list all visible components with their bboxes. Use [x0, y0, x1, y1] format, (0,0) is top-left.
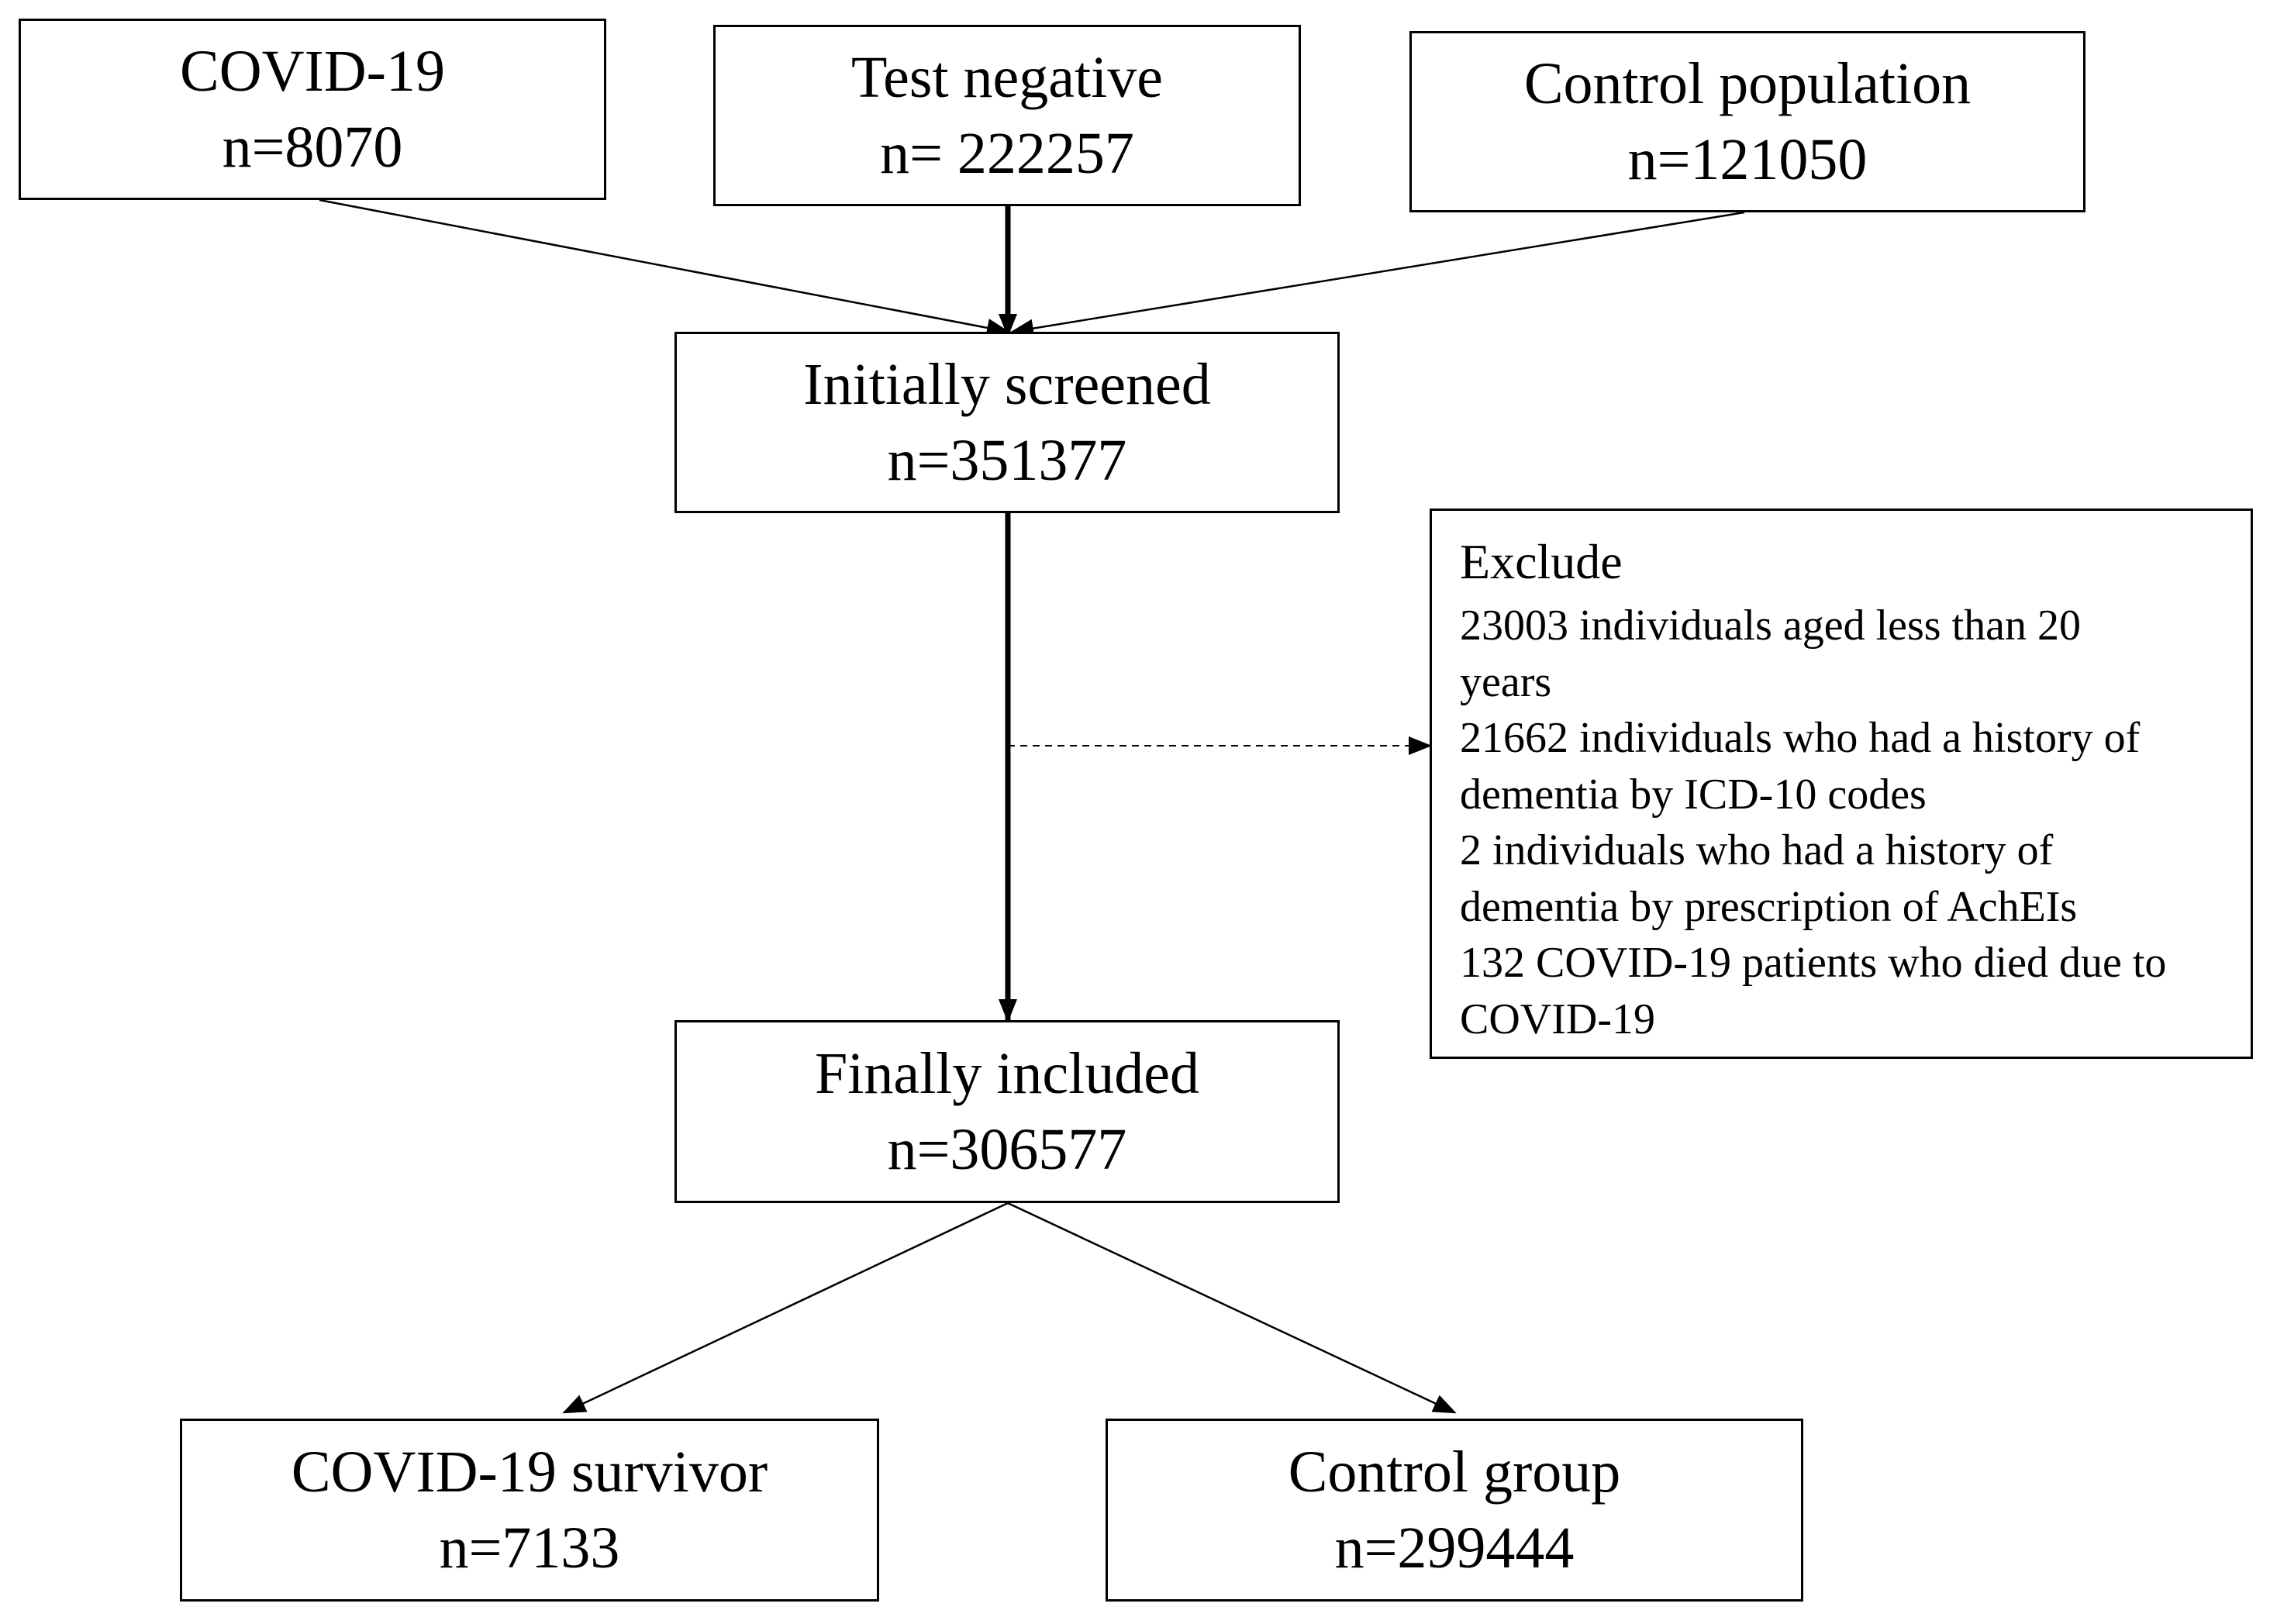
test-negative-count: n= 222257 — [880, 121, 1134, 186]
exclude-line: 132 COVID-19 patients who died due to — [1460, 939, 2167, 987]
finally-included-box: Finally included n=306577 — [674, 1020, 1340, 1203]
covid19-title: COVID-19 — [180, 39, 445, 104]
covid19-survivor-box: COVID-19 survivor n=7133 — [180, 1419, 879, 1602]
exclude-line: 23003 individuals aged less than 20 — [1460, 602, 2082, 650]
control-population-box: Control population n=121050 — [1409, 31, 2085, 212]
initially-screened-box: Initially screened n=351377 — [674, 332, 1340, 513]
exclude-box: Exclude 23003 individuals aged less than… — [1430, 509, 2253, 1059]
covid19-survivor-title: COVID-19 survivor — [291, 1440, 768, 1505]
finally-included-count: n=306577 — [887, 1117, 1127, 1182]
exclude-line: dementia by prescription of AchEIs — [1460, 882, 2078, 931]
control-group-count: n=299444 — [1334, 1515, 1575, 1581]
arrow-controlpop-to-screened — [1010, 211, 1745, 338]
arrow-included-to-survivor — [562, 1202, 1009, 1414]
exclude-line: 2 individuals who had a history of — [1460, 826, 2054, 874]
control-population-title: Control population — [1523, 51, 1972, 116]
exclude-line: COVID-19 — [1460, 995, 1655, 1043]
exclude-line: dementia by ICD-10 codes — [1460, 770, 1927, 819]
exclude-line: 21662 individuals who had a history of — [1460, 714, 2141, 762]
initially-screened-title: Initially screened — [803, 352, 1211, 417]
covid19-box: COVID-19 n=8070 — [19, 19, 606, 200]
test-negative-title: Test negative — [851, 45, 1163, 110]
finally-included-title: Finally included — [814, 1041, 1200, 1106]
test-negative-box: Test negative n= 222257 — [713, 25, 1301, 206]
arrow-covid19-to-screened — [319, 198, 1010, 337]
control-group-title: Control group — [1288, 1440, 1621, 1505]
covid19-survivor-count: n=7133 — [439, 1515, 620, 1581]
arrow-included-to-control — [1007, 1202, 1457, 1414]
exclude-line: years — [1460, 657, 1552, 706]
control-population-count: n=121050 — [1627, 127, 1868, 192]
covid19-count: n=8070 — [222, 115, 403, 180]
initially-screened-count: n=351377 — [887, 428, 1127, 493]
control-group-box: Control group n=299444 — [1106, 1419, 1803, 1602]
exclude-title: Exclude — [1460, 534, 1623, 589]
